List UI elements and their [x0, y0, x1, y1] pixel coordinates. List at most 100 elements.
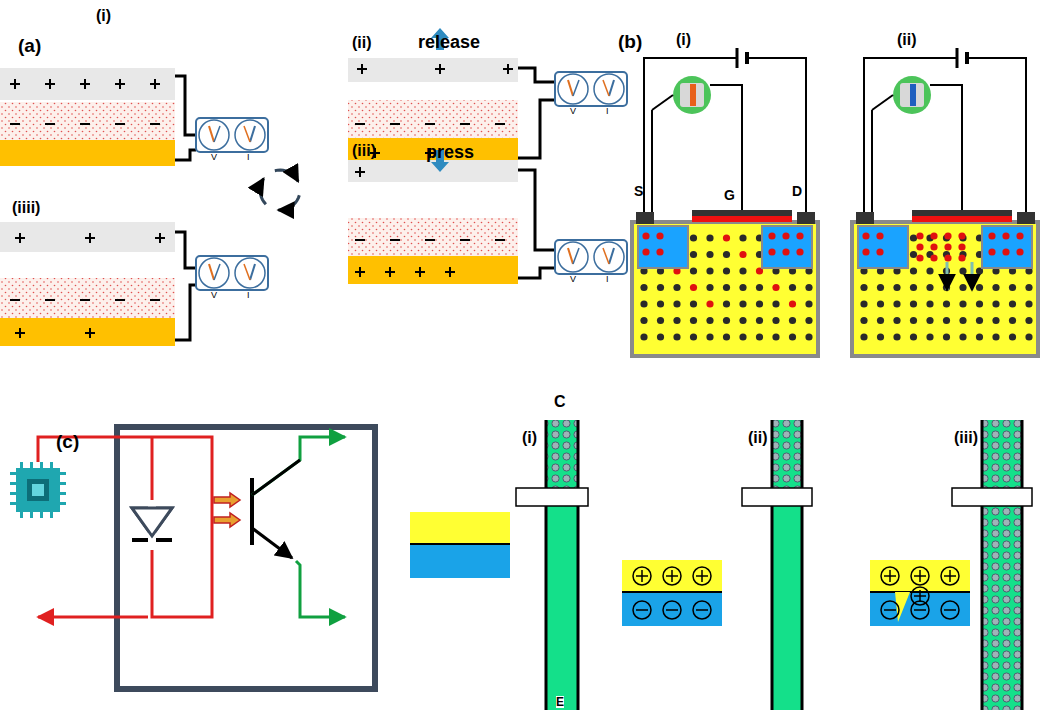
chip-pin [50, 512, 53, 518]
drain-contact [797, 212, 815, 224]
carrier-dot [926, 267, 933, 274]
carrier-dot [893, 317, 900, 324]
charge-symbol [944, 609, 956, 611]
figure-label: (ii) [352, 35, 372, 51]
carrier-dot [860, 284, 867, 291]
carrier-dot [768, 248, 775, 255]
carrier-dot [1009, 300, 1016, 307]
led-symbol [132, 508, 172, 536]
bridge [742, 488, 812, 506]
meter-needle [568, 248, 573, 264]
carrier-dot [958, 232, 965, 239]
source-contact [636, 212, 654, 224]
charge-minus [460, 239, 470, 241]
charge-symbol [693, 567, 711, 585]
charge-symbol [633, 567, 651, 585]
charge-plus [19, 328, 21, 338]
wire [518, 268, 555, 278]
transistor-emitter [252, 528, 292, 558]
carrier-dot [930, 232, 937, 239]
carrier-dot [739, 333, 746, 340]
carrier-dot [657, 300, 664, 307]
charge-minus [495, 239, 505, 241]
carrier-dot [943, 300, 950, 307]
carrier-dot [690, 333, 697, 340]
source-region [858, 226, 908, 268]
carrier-dot [944, 243, 951, 250]
wire [518, 100, 555, 158]
charge-minus [115, 123, 125, 125]
indicator [673, 76, 711, 114]
charge-minus [355, 239, 365, 241]
charge-symbol [663, 601, 681, 619]
chip-pin [60, 482, 66, 485]
meter-needle [214, 264, 220, 280]
transistor-base [250, 478, 254, 545]
carrier-dot [805, 284, 812, 291]
carrier-dot [706, 251, 713, 258]
chip-pin [40, 512, 43, 518]
drain-region [982, 226, 1032, 268]
charge-minus [10, 299, 20, 301]
carrier-dot [910, 317, 917, 324]
carrier-dot [640, 333, 647, 340]
bridge [952, 488, 1032, 506]
charge-plus [419, 267, 421, 277]
carrier-dot [862, 232, 869, 239]
carrier-dot [657, 333, 664, 340]
carrier-dot [739, 317, 746, 324]
carrier-dot [1009, 284, 1016, 291]
meter-needle [609, 80, 614, 96]
carrier-dot [944, 254, 951, 261]
carrier-dot [782, 248, 789, 255]
meter-needle [573, 80, 579, 96]
carrier-dot [805, 300, 812, 307]
meter-needle [603, 248, 609, 264]
meter-needle [573, 248, 579, 264]
carrier-dot [789, 284, 796, 291]
carrier-dot [976, 284, 983, 291]
optocoupler-package [117, 427, 375, 689]
chip-pin [60, 492, 66, 495]
figure-label: (i) [676, 32, 691, 48]
charge-minus [355, 123, 365, 125]
carrier-dot [860, 300, 867, 307]
current-arrow [971, 262, 974, 290]
charge-symbol [941, 601, 959, 619]
charge-plus [389, 267, 391, 277]
carrier-dot [959, 300, 966, 307]
charge-minus [460, 123, 470, 125]
led-symbol [132, 508, 172, 536]
carrier-dot [910, 333, 917, 340]
figure-label: S [634, 184, 643, 198]
carrier-dot [916, 254, 923, 261]
carrier-dot [910, 251, 917, 258]
meter [196, 118, 268, 152]
carrier-dot [805, 317, 812, 324]
carrier-dot [992, 284, 999, 291]
carrier-dot [916, 232, 923, 239]
figure-label: I [606, 107, 609, 116]
current-arrow [946, 262, 949, 290]
charge-symbol [911, 601, 929, 619]
carrier-dot [706, 284, 713, 291]
dielectric-layer [348, 100, 518, 138]
figure-label: (ii) [897, 32, 917, 48]
carrier-dot [805, 333, 812, 340]
dielectric-layer [0, 102, 175, 140]
carrier-band [772, 420, 802, 488]
charge-symbol [636, 609, 648, 611]
charge-plus [89, 233, 91, 243]
carrier-dot [706, 267, 713, 274]
meter-needle [209, 264, 214, 280]
charge-symbol [919, 590, 921, 602]
charge-symbol [914, 609, 926, 611]
carrier-dot [690, 267, 697, 274]
chip-pin [30, 462, 33, 468]
charge-symbol [641, 570, 643, 582]
carrier-dot [723, 267, 730, 274]
figure-label: (c) [56, 432, 79, 451]
figure-label: G [724, 188, 735, 202]
carrier-dot [796, 248, 803, 255]
meter-dial [235, 258, 265, 288]
